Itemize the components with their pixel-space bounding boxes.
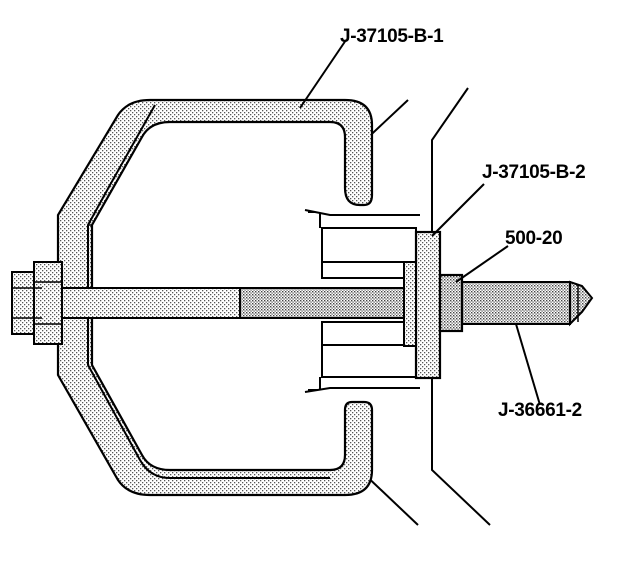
nut-500-20 — [438, 273, 464, 333]
adapter-plate — [414, 230, 442, 380]
leader-adapter-plate — [431, 183, 485, 237]
label-forcing-screw: J-36661-2 — [498, 400, 582, 421]
leader-puller-body — [299, 39, 347, 109]
adapter-plate-inner — [403, 261, 417, 347]
bearing-hub — [304, 209, 420, 393]
leader-lines — [299, 39, 541, 406]
label-adapter-plate: J-37105-B-2 — [482, 162, 586, 183]
screw-hex-head — [11, 261, 63, 345]
label-nut: 500-20 — [505, 228, 563, 249]
label-puller-body: J-37105-B-1 — [340, 26, 444, 47]
leader-forcing-screw — [515, 323, 541, 406]
forcing-screw — [61, 280, 594, 327]
leader-nut — [455, 245, 509, 283]
